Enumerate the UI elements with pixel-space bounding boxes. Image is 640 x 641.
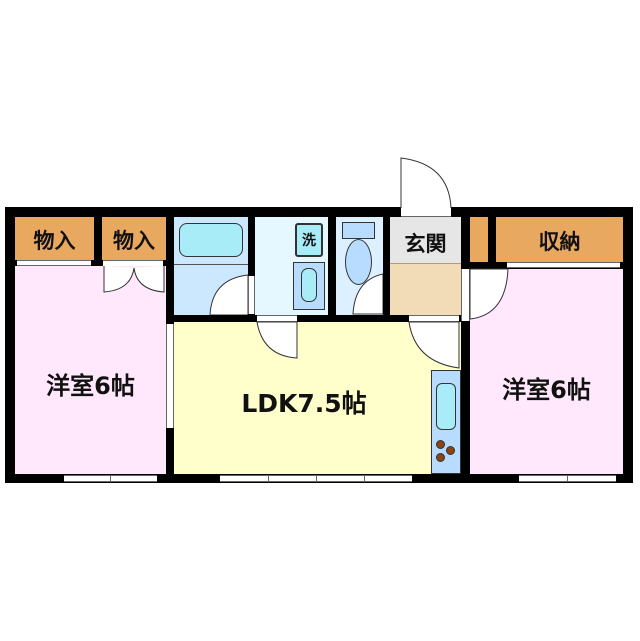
outer-wall-top [5,207,633,217]
wall-entrance-right [461,207,470,483]
wall-wash-toilet [328,217,336,315]
storage-left-2: 物入 [102,217,166,260]
storage-right-small [470,217,488,262]
wall-bath-wash [248,217,255,315]
door-swing-storage-2-overlay [103,266,165,293]
wash-basin [301,268,317,302]
wall-service-ldk [174,315,461,322]
ldk: LDK7.5帖 [174,322,461,474]
window-bedroom-left-mullion [110,475,111,482]
storage-left-1: 物入 [15,217,94,260]
bedroom-left: 洋室6帖 [15,266,166,474]
door-swing-entrance-ldk [408,321,460,369]
entrance: 玄関 [390,217,461,263]
storage-left-2-label: 物入 [113,229,155,253]
sliding-door-storage-1[interactable] [17,260,91,266]
door-swing-bathroom [209,274,249,316]
window-ldk-mullion-2 [316,475,317,482]
window-ldk-mullion-3 [364,475,365,482]
washroom: 洗 [255,217,335,315]
entrance-floor [390,263,461,315]
door-entrance-ldk[interactable] [409,315,459,322]
door-swing-toilet [352,273,384,315]
kitchen-counter [431,370,461,474]
sliding-door-storage-right[interactable] [507,262,620,268]
bedroom-right-label: 洋室6帖 [502,376,591,404]
door-storage-2[interactable] [103,260,163,266]
bathtub-divider [174,264,248,265]
ldk-label: LDK7.5帖 [241,389,367,418]
storage-left-1-label: 物入 [33,229,76,253]
door-swing-washroom-ldk [256,321,298,359]
storage-right-label: 収納 [538,230,581,254]
wash-basin-counter [293,262,325,310]
window-ldk-mullion-1 [268,475,269,482]
stove-burner-1 [436,440,445,449]
bathtub [179,223,243,257]
washing-machine-label: 洗 [302,233,316,249]
window-bedroom-right-mullion [567,475,568,482]
door-bedroom-right[interactable] [461,269,470,321]
bedroom-left-label: 洋室6帖 [46,372,135,400]
kitchen-sink [436,383,456,430]
sliding-door-bedroom-ldk-overlay[interactable] [166,324,174,428]
door-washroom-ldk[interactable] [257,315,297,322]
stove-burner-3 [436,453,445,462]
door-swing-bedroom-right-overlay [469,268,509,320]
wall-toilet-entrance [383,217,390,315]
toilet-tank [342,222,375,239]
stove-burner-2 [446,446,455,455]
front-door-swing[interactable] [400,157,453,209]
entrance-label: 玄関 [404,232,447,256]
washing-machine: 洗 [295,223,323,257]
toilet-bowl [345,239,372,285]
wall-storage-right-divider [488,217,496,269]
outer-wall-right [623,207,633,483]
wall-storage-divider [94,217,102,267]
storage-right: 収納 [496,217,623,262]
outer-wall-left [5,207,15,483]
door-bathroom[interactable] [248,276,255,314]
